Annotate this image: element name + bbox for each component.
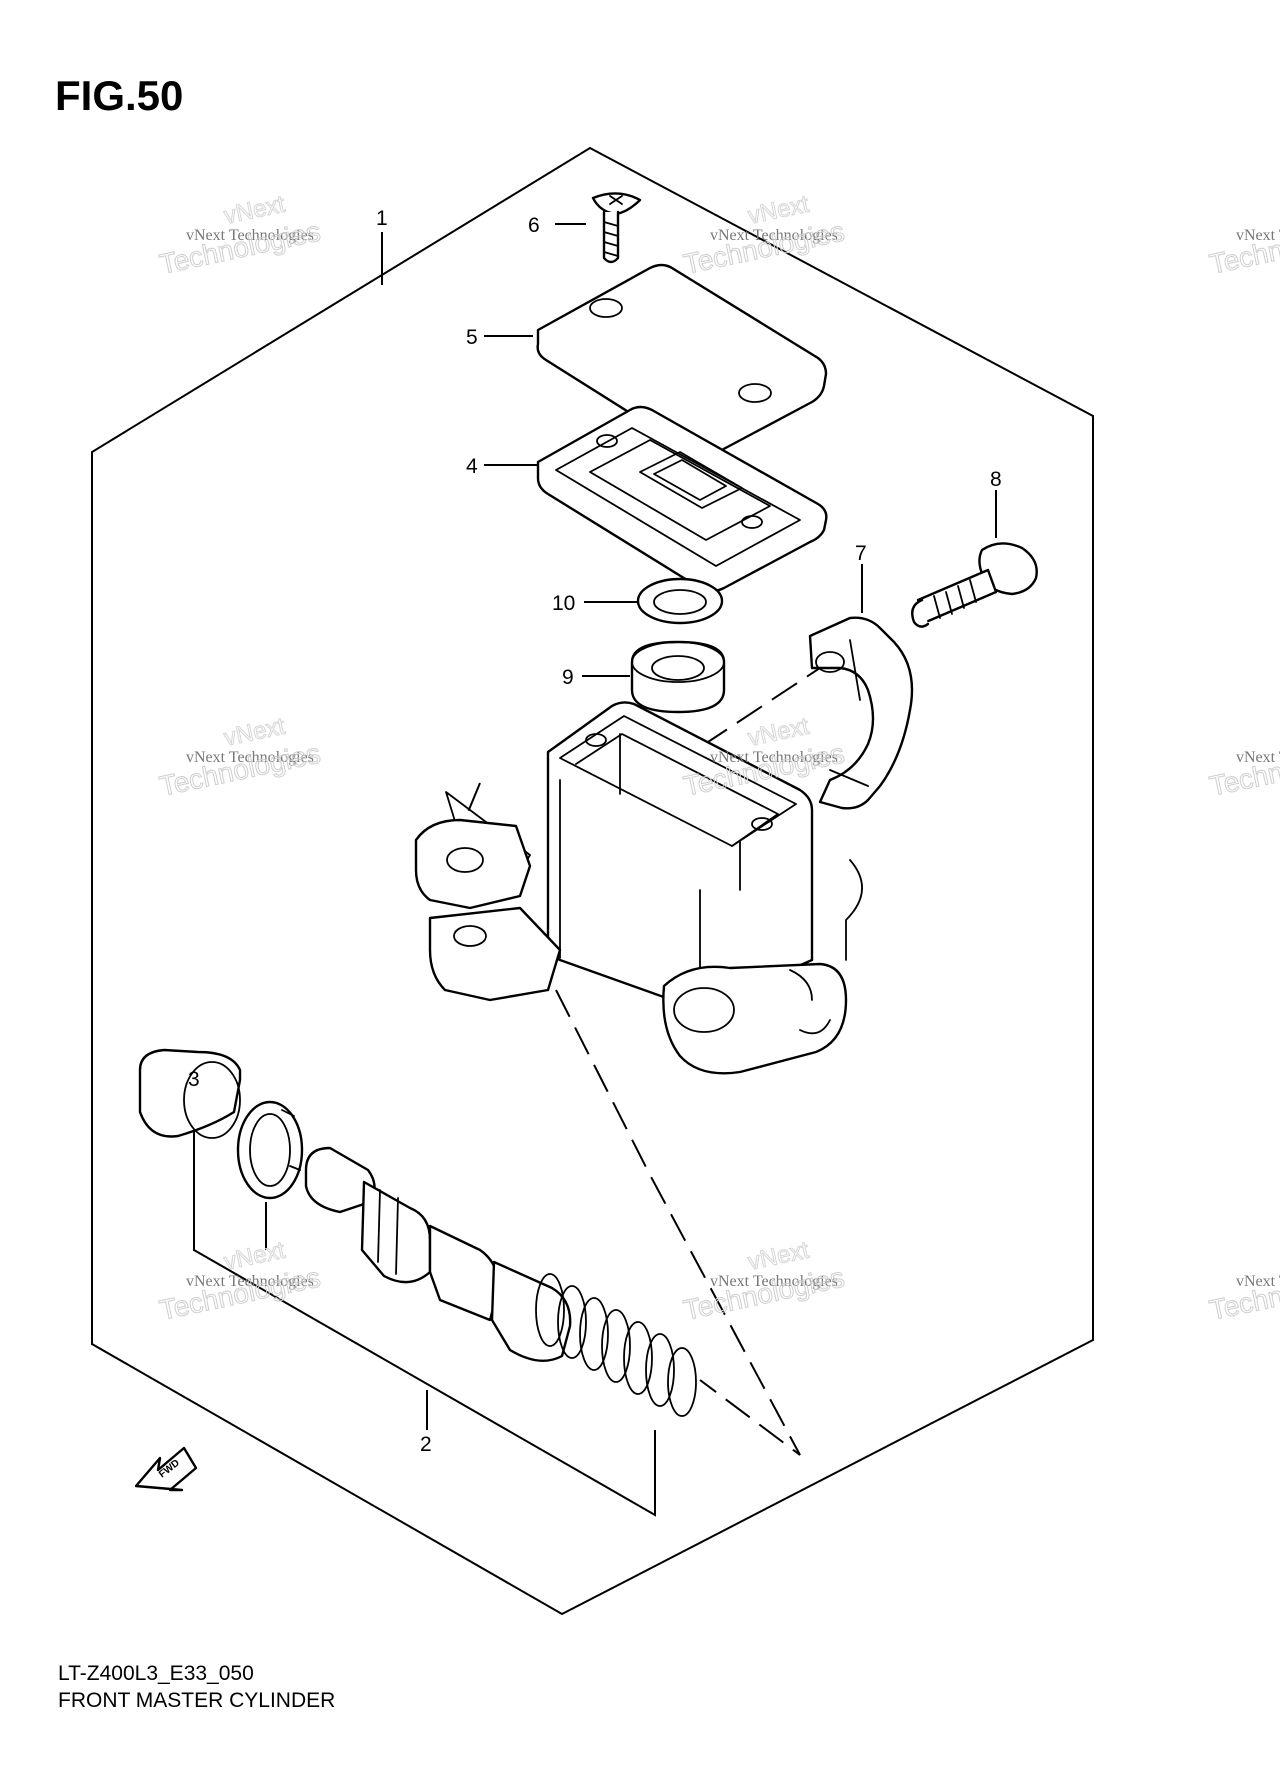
callout-2: 2: [420, 1433, 432, 1456]
part-4-diaphragm: [536, 405, 828, 593]
alignment-lines: [467, 659, 833, 1456]
callout-1: 1: [376, 207, 388, 230]
watermark-edge: vNext Technologies Technologies: [1206, 1261, 1280, 1326]
svg-text:vNext Technologies: vNext Technologies: [1236, 749, 1280, 766]
watermark-edge: vNext Technologies Technologies: [1206, 737, 1280, 802]
svg-text:vNext Technologies: vNext Technologies: [710, 227, 838, 244]
part-3-dust-seal: [138, 1048, 242, 1139]
svg-text:Technologies: Technologies: [1207, 216, 1280, 280]
part-9-boot: [630, 640, 726, 714]
assembly-outline: [91, 146, 1094, 1616]
callout-8: 8: [990, 468, 1002, 491]
callout-numbers: 1 2 3 4 5 6 7 8 9 10: [188, 207, 1002, 1456]
circlip: [236, 1100, 304, 1200]
watermark: vNext Technologies vNext Technologies: [680, 190, 847, 280]
figure-title: FIG.50: [55, 72, 184, 119]
watermark: vNext Technologies vNext Technologies: [680, 1236, 847, 1326]
part-5-reservoir-cap: [536, 263, 828, 457]
svg-text:vNext Technologies: vNext Technologies: [186, 1273, 314, 1290]
part-name-label: FRONT MASTER CYLINDER: [58, 1689, 336, 1712]
part-2-piston-spring: [304, 1146, 697, 1417]
watermark: vNext Technologies vNext Technologies: [156, 712, 323, 802]
svg-text:vNext Technologies: vNext Technologies: [186, 227, 314, 244]
master-cylinder-body: [414, 701, 863, 1075]
svg-text:vNext Technologies: vNext Technologies: [710, 1273, 838, 1290]
watermark: vNext Technologies vNext Technologies: [156, 190, 323, 280]
part-6-screw: [591, 192, 642, 264]
part-7-clamp: [808, 616, 914, 810]
svg-text:vNext Technologies: vNext Technologies: [186, 749, 314, 766]
svg-text:vNext Technologies: vNext Technologies: [1236, 227, 1280, 244]
model-code-label: LT-Z400L3_E33_050: [58, 1662, 254, 1685]
part-8-bolt: [911, 542, 1038, 628]
callout-6: 6: [528, 214, 540, 237]
svg-text:Technologies: Technologies: [1207, 1262, 1280, 1326]
callout-7: 7: [855, 542, 867, 565]
svg-text:vNext Technologies: vNext Technologies: [710, 749, 838, 766]
svg-text:Technologies: Technologies: [1207, 738, 1280, 802]
fwd-direction-arrow: FWD: [134, 1446, 198, 1492]
watermark-edge: vNext Technologies Technologies: [1206, 215, 1280, 280]
callout-5: 5: [466, 326, 478, 349]
part-10-washer: [636, 577, 724, 625]
svg-text:vNext Technologies: vNext Technologies: [1236, 1273, 1280, 1290]
callout-4: 4: [466, 455, 478, 478]
watermark: vNext Technologies vNext Technologies: [156, 1236, 323, 1326]
callout-3: 3: [188, 1068, 200, 1091]
callout-10: 10: [552, 592, 575, 615]
callout-9: 9: [562, 666, 574, 689]
